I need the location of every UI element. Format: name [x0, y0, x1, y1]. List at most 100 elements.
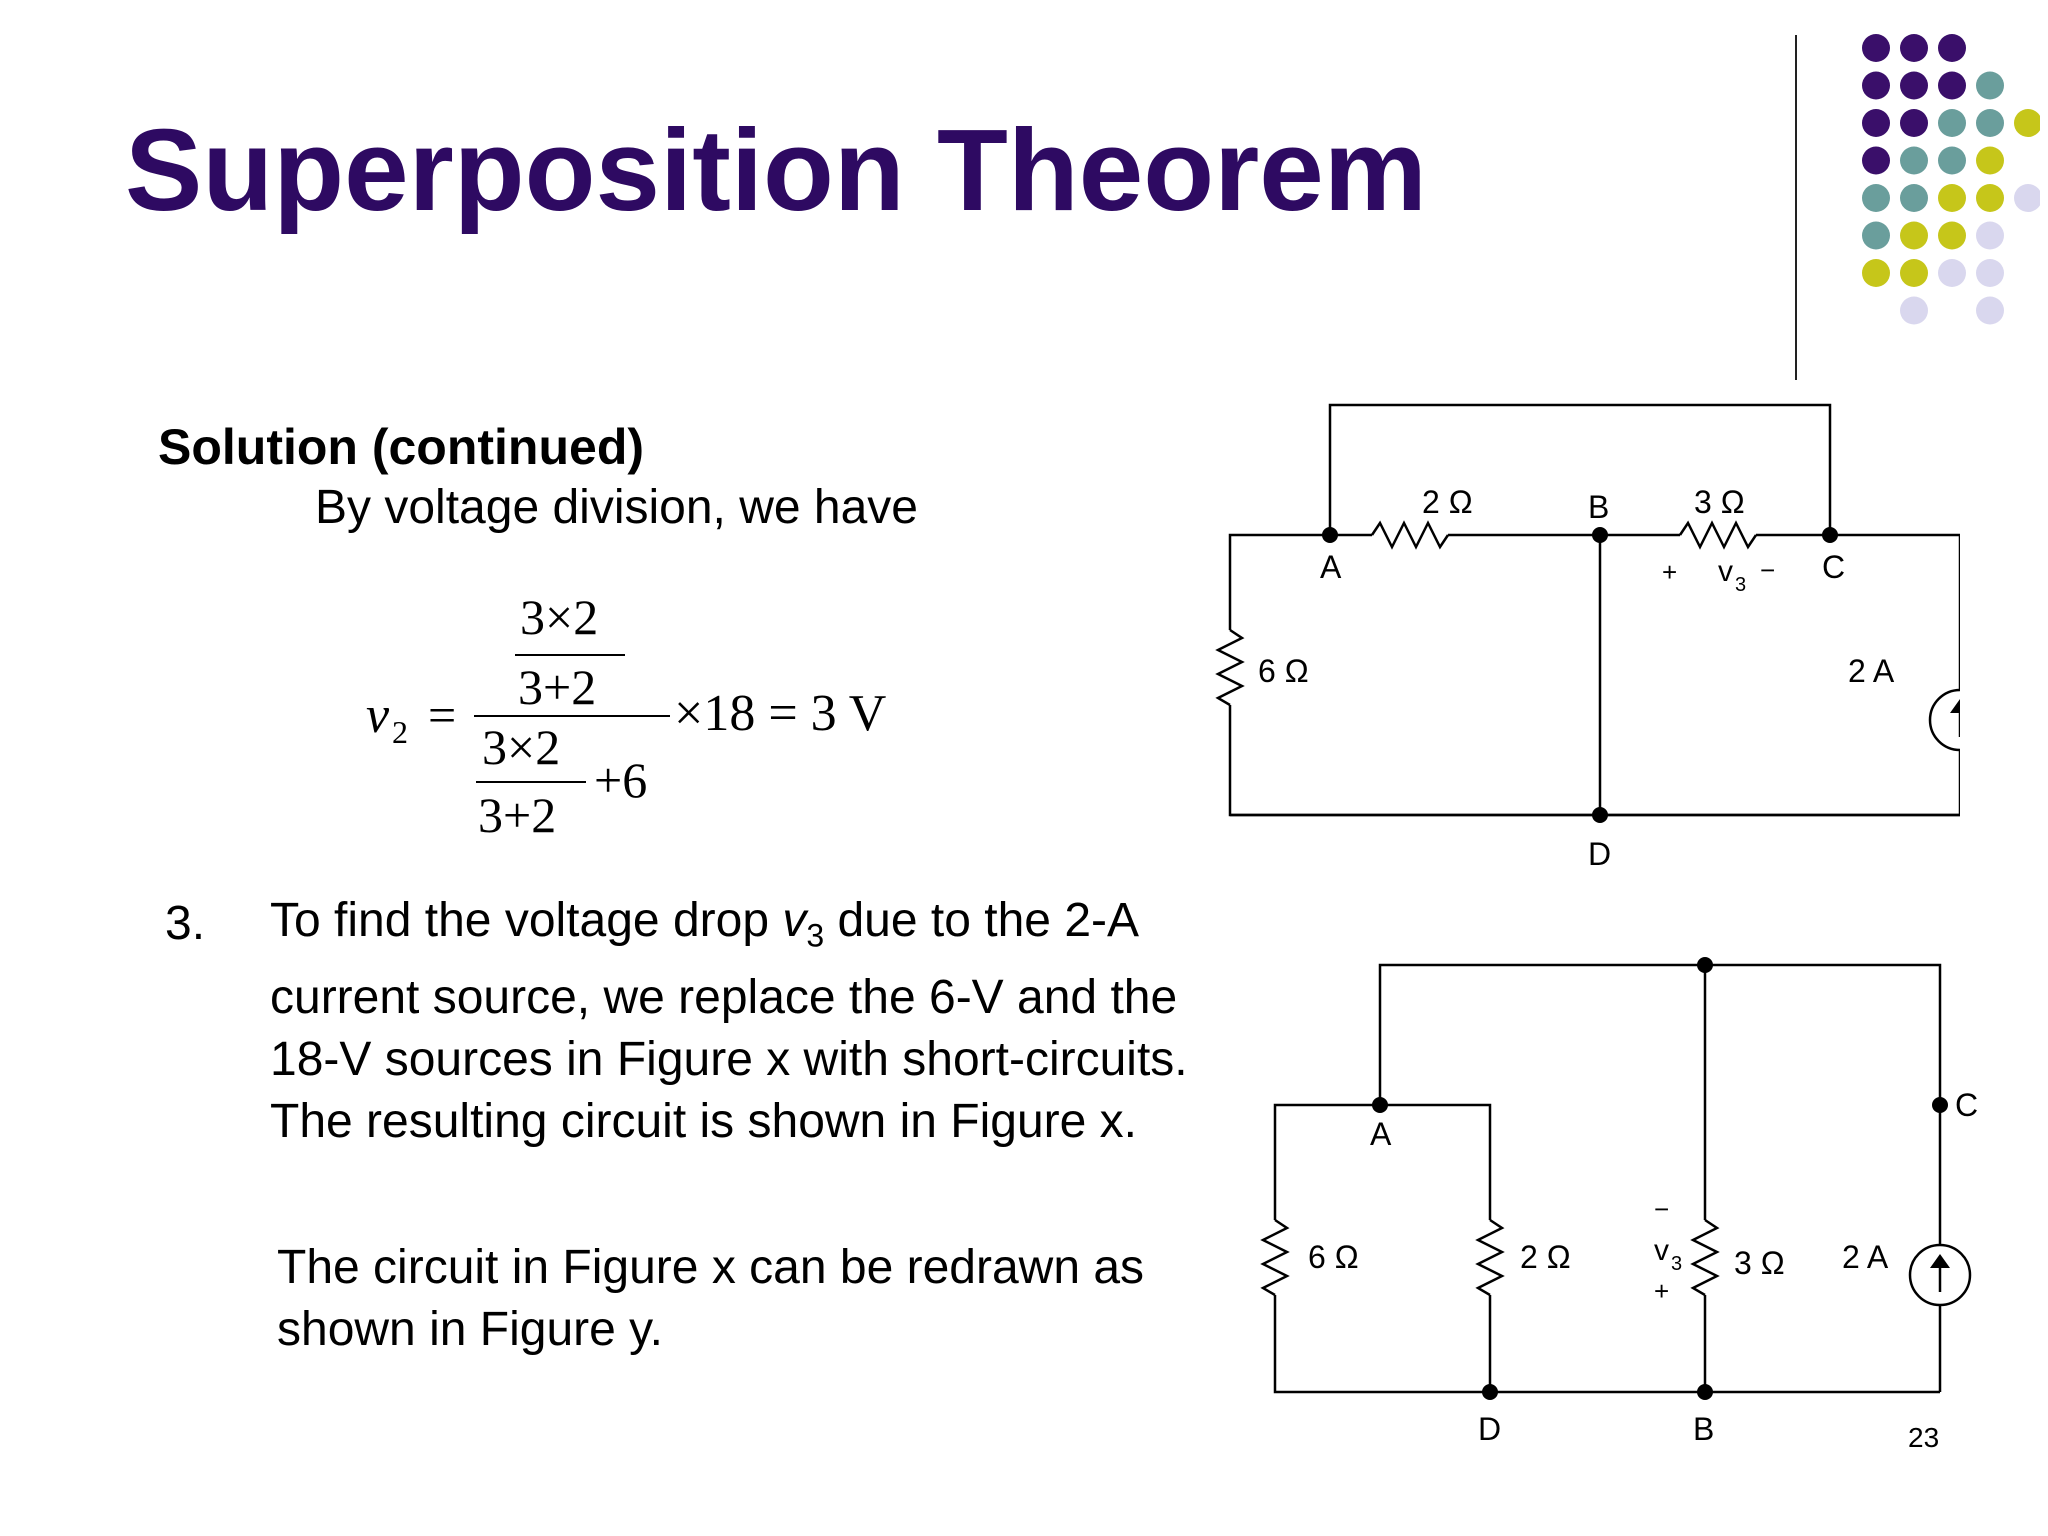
step-text-before: To find the voltage drop: [270, 894, 783, 947]
decorative-dot: [1862, 259, 1890, 287]
decorative-dot: [1900, 259, 1928, 287]
fig-x-label-2a: 2 A: [1848, 653, 1895, 689]
numerator-top: 3×2: [520, 589, 599, 645]
fig-y-label-2-ohm: 2 Ω: [1520, 1239, 1571, 1275]
decorative-dot: [1938, 71, 1966, 100]
fig-y-label-3-ohm: 3 Ω: [1734, 1245, 1785, 1281]
fig-x-label-d: D: [1588, 836, 1611, 872]
decorative-dot: [1900, 296, 1928, 325]
fig-y-label-a: A: [1370, 1116, 1392, 1152]
equation-lhs-subscript: 2: [392, 714, 408, 750]
numerator-bottom: 3+2: [518, 659, 597, 715]
step-variable-subscript: 3: [806, 917, 825, 954]
fig-y-v3-sub: 3: [1671, 1253, 1682, 1275]
fig-x-node-c: [1822, 527, 1838, 543]
decorative-dot: [1862, 146, 1890, 175]
fig-x-current-source: [1928, 688, 1960, 752]
fig-y-resistor-2: [1475, 1218, 1505, 1297]
fig-y-label-d: D: [1478, 1411, 1501, 1447]
fig-x-label-b: B: [1588, 489, 1609, 525]
decorative-dot: [1976, 184, 2004, 212]
fig-x-label-6-ohm: 6 Ω: [1258, 653, 1309, 689]
fig-y-v3: v: [1654, 1234, 1669, 1267]
equation-lhs: v: [366, 687, 390, 744]
main-fraction-bar: [474, 715, 670, 717]
figure-x-circuit: A B C D 2 Ω 3 Ω 6 Ω 2 A + v 3 −: [1215, 403, 1960, 872]
equation-equals: =: [428, 687, 457, 743]
step-text: To find the voltage drop v3 due to the 2…: [270, 890, 1190, 1153]
decorative-dot: [1938, 109, 1966, 137]
decorative-dot: [2014, 184, 2040, 212]
decorative-dot: [1938, 146, 1966, 175]
denominator-bottom: 3+2: [478, 787, 557, 843]
denominator-plus-six: +6: [594, 752, 648, 808]
decorative-dot: [1976, 71, 2004, 100]
fig-y-minus: −: [1654, 1194, 1669, 1224]
fig-x-label-3-ohm: 3 Ω: [1694, 484, 1745, 520]
fig-x-node-d: [1592, 807, 1608, 823]
decorative-dot: [1900, 109, 1928, 137]
fig-x-label-2-ohm: 2 Ω: [1422, 484, 1473, 520]
fig-y-node-c: [1932, 1097, 1948, 1113]
decorative-dot: [2014, 109, 2040, 137]
decorative-dot: [1976, 259, 2004, 287]
fig-y-node-b: [1697, 1384, 1713, 1400]
intro-text: By voltage division, we have: [315, 481, 918, 534]
decorative-dot: [1900, 184, 1928, 212]
decorative-dot: [1900, 221, 1928, 250]
fig-y-top-wire: [1378, 963, 1942, 1105]
figure-y-circuit: A C D B 6 Ω 2 Ω 3 Ω 2 A − v 3 +: [1260, 957, 1978, 1447]
fig-x-label-a: A: [1320, 549, 1342, 585]
decorative-dot: [1976, 296, 2004, 325]
fig-y-node-d: [1482, 1384, 1498, 1400]
slide-title: Superposition Theorem: [125, 105, 1427, 235]
fig-x-label-c: C: [1822, 549, 1845, 585]
denominator-fraction-bar: [476, 781, 586, 783]
fig-y-label-c: C: [1955, 1087, 1978, 1123]
fig-y-resistor-3: [1690, 1218, 1720, 1297]
fig-x-resistor-3: [1678, 520, 1758, 550]
fig-x-node-b: [1592, 527, 1608, 543]
fig-y-resistor-6: [1260, 1218, 1290, 1297]
fig-y-node-top: [1697, 957, 1713, 973]
fig-y-label-6-ohm: 6 Ω: [1308, 1239, 1359, 1275]
fig-x-bypass-wire: [1328, 403, 1832, 535]
fig-x-v3: v: [1718, 555, 1733, 588]
decorative-dot: [1862, 71, 1890, 100]
step-number: 3.: [165, 897, 206, 950]
decorative-dot: [1862, 109, 1890, 137]
equation-rhs: ×18 = 3 V: [674, 685, 887, 742]
note-text: The circuit in Figure x can be redrawn a…: [277, 1241, 1145, 1356]
page-number: 23: [1908, 1422, 1940, 1453]
decorative-dot: [1900, 71, 1928, 100]
step-text-after: due to the 2-A current source, we replac…: [270, 894, 1188, 1148]
dot-grid-decoration: [1862, 34, 2040, 325]
denominator-top: 3×2: [482, 719, 561, 775]
fig-x-plus: +: [1662, 557, 1677, 587]
fig-x-arrow-up-icon: [1950, 699, 1960, 713]
decorative-dot: [1862, 34, 1890, 62]
fig-x-v3-sub: 3: [1735, 574, 1746, 596]
decorative-dot: [1976, 109, 2004, 137]
fig-y-arrow-up-icon: [1930, 1254, 1950, 1268]
decorative-dot: [1900, 146, 1928, 175]
fig-y-node-a: [1372, 1097, 1388, 1113]
decorative-dot: [1976, 146, 2004, 175]
fig-x-resistor-2: [1370, 520, 1450, 550]
decorative-dot: [1938, 221, 1966, 250]
decorative-dot: [1938, 184, 1966, 212]
decorative-dot: [1862, 184, 1890, 212]
decorative-dot: [1976, 221, 2004, 250]
decorative-dot: [1900, 34, 1928, 62]
fig-x-resistor-6: [1215, 628, 1245, 707]
numerator-fraction-bar: [515, 654, 625, 656]
divider-line: [1795, 35, 1797, 380]
solution-heading: Solution (continued): [158, 419, 645, 475]
decorative-dot: [1938, 34, 1966, 62]
fig-x-node-a: [1322, 527, 1338, 543]
fig-y-plus: +: [1654, 1276, 1669, 1306]
fig-y-label-b: B: [1693, 1411, 1714, 1447]
decorative-dot: [1938, 259, 1966, 287]
decorative-dot: [1862, 221, 1890, 250]
fig-x-minus: −: [1760, 555, 1775, 585]
